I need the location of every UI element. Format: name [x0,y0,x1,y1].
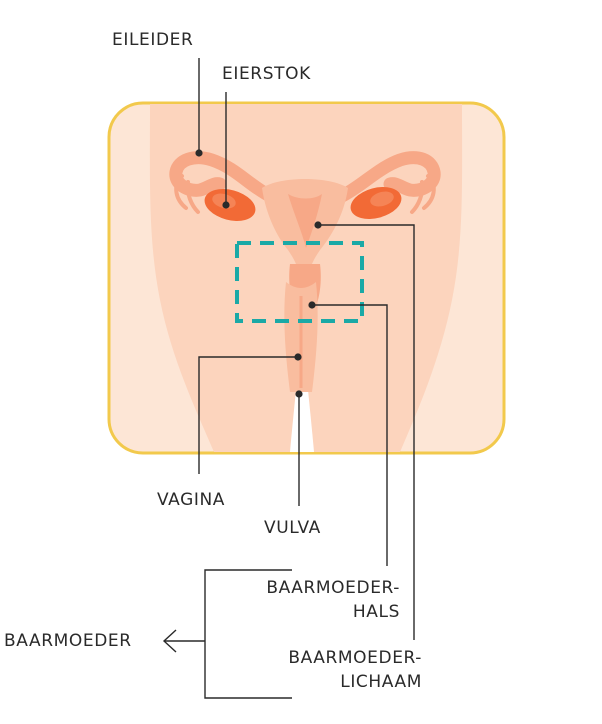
arrow-head-icon [162,629,177,653]
dot-baarmoederlichaam [314,221,322,229]
label-baarmoederhals: BAARMOEDER- HALS [222,576,400,624]
label-vulva: VULVA [264,518,321,538]
cervix-highlight-box [235,241,364,323]
left-fallopian-tube [169,151,277,203]
dot-baarmoederhals [308,301,316,309]
leader-vagina [198,356,298,474]
dot-vagina [294,353,302,361]
leader-dots [195,149,322,398]
right-ovary-highlight [370,191,394,207]
right-fallopian-tube [335,151,441,203]
leader-baarmoederlichaam [318,224,415,640]
right-fimbriae [410,174,436,214]
label-baarmoederlichaam-line1: BAARMOEDER- [288,648,422,668]
leader-baarmoederhals [312,304,388,566]
label-vagina: VAGINA [157,490,226,510]
label-baarmoeder: BAARMOEDER [4,631,132,651]
baarmoeder-bracket [204,569,292,699]
label-baarmoederlichaam: BAARMOEDER- LICHAAM [240,646,422,694]
dot-eileider [195,149,203,157]
left-ovary-highlight [212,193,236,209]
leader-lines [162,58,415,699]
uterine-cavity [288,194,322,248]
dot-eierstok [222,201,230,209]
label-baarmoederlichaam-line2: LICHAAM [340,672,422,692]
label-baarmoederhals-line2: HALS [352,602,400,622]
label-baarmoederhals-line1: BAARMOEDER- [266,578,400,598]
dot-vulva [295,390,303,398]
label-eierstok: EIERSTOK [222,64,311,84]
left-fimbriae [174,174,200,214]
label-eileider: EILEIDER [112,30,194,50]
